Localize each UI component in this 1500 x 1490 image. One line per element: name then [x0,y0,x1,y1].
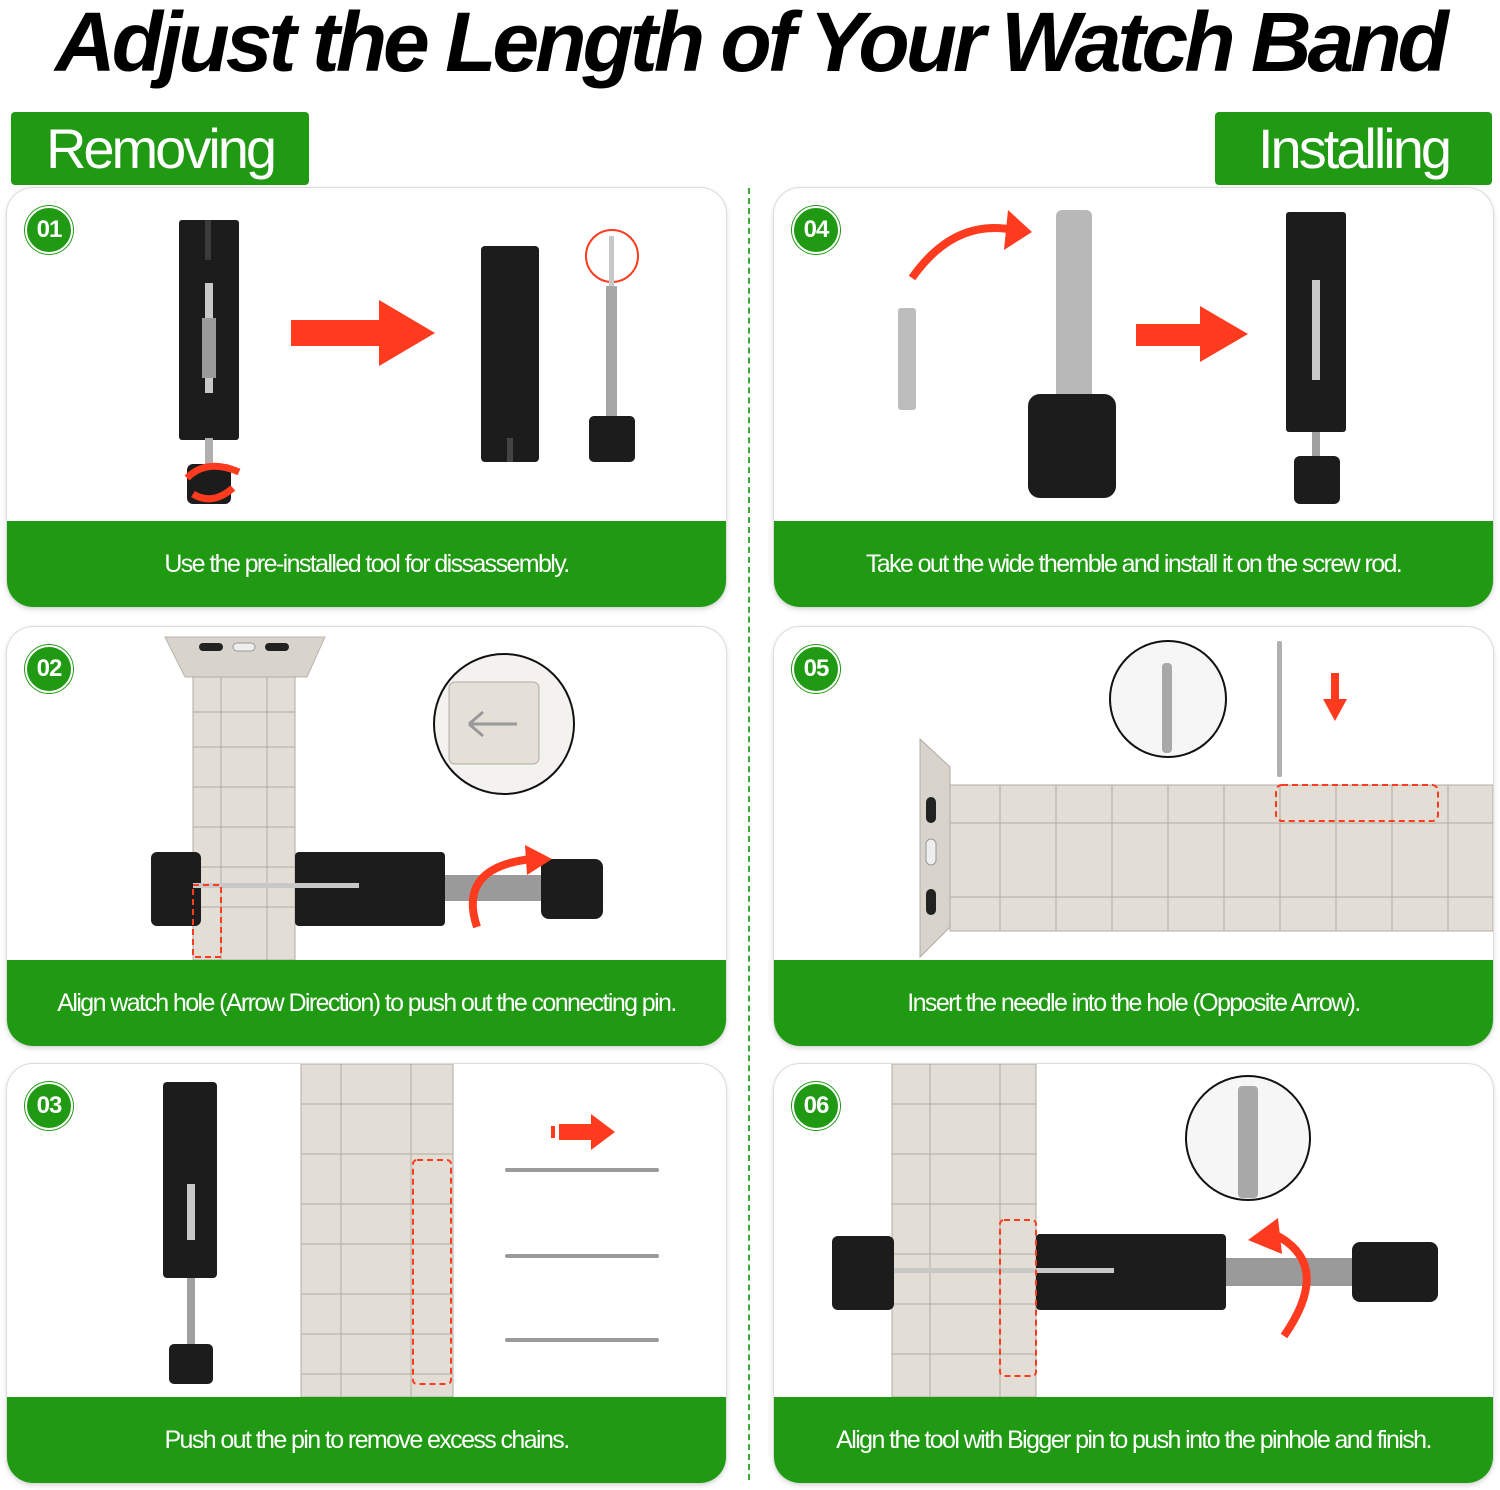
step-05-number: 05 [792,645,840,693]
installing-label: Installing [1215,112,1492,185]
step-06-number: 06 [792,1082,840,1130]
step-03-panel: 03 Push out the pin to remove excess cha… [7,1064,726,1483]
step-01-panel: 01 Use the pre-installed tool for dissas… [7,188,726,607]
step-03-number: 03 [25,1082,73,1130]
step-03-illustration [163,1064,659,1397]
page-title: Adjust the Length of Your Watch Band [55,0,1449,89]
step-04-number: 04 [792,206,840,254]
step-02-panel: 02 Align watch hole (Arrow Direction) to… [7,627,726,1046]
step-06-illustration [832,1064,1438,1397]
step-04-caption: Take out the wide themble and install it… [774,521,1493,607]
step-04-panel: 04 Take out the wide themble and install… [774,188,1493,607]
step-06-caption: Align the tool with Bigger pin to push i… [774,1397,1493,1483]
step-02-illustration [151,636,603,960]
step-06-panel: 06 Align the tool with Bigger pin to pus… [774,1064,1493,1483]
step-05-panel: 05 Insert the needle into the hole (Oppo… [774,627,1493,1046]
step-01-number: 01 [25,206,73,254]
step-01-illustration [179,220,639,504]
step-02-caption: Align watch hole (Arrow Direction) to pu… [7,960,726,1046]
step-05-caption: Insert the needle into the hole (Opposit… [774,960,1493,1046]
section-divider [748,188,750,1480]
step-04-illustration [898,210,1346,504]
step-01-caption: Use the pre-installed tool for dissassem… [7,521,726,607]
removing-label: Removing [11,112,309,185]
step-02-number: 02 [25,645,73,693]
step-05-illustration [919,640,1493,959]
step-03-caption: Push out the pin to remove excess chains… [7,1397,726,1483]
